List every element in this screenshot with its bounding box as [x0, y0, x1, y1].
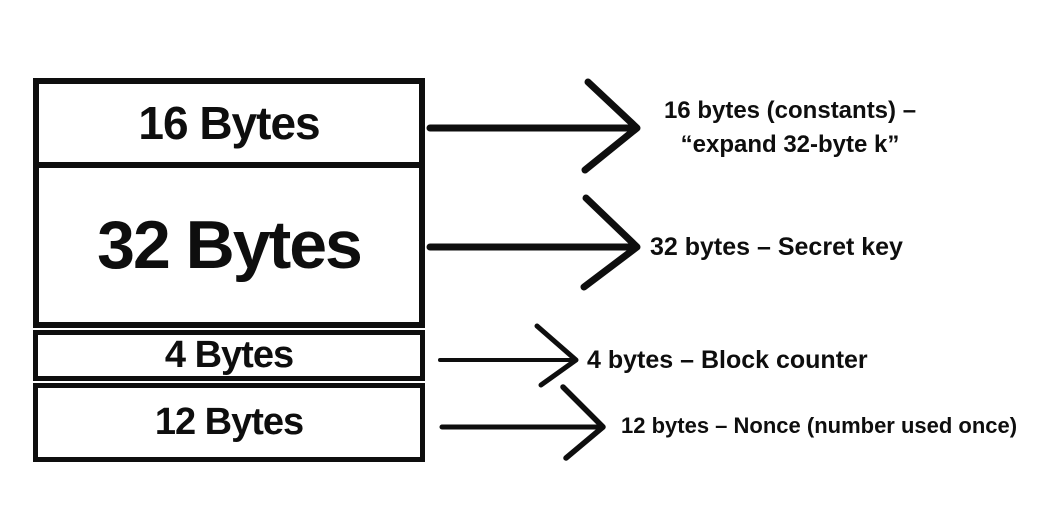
- block-16-bytes: 16 Bytes: [39, 84, 419, 168]
- arrow-chevron-icon: [534, 323, 579, 388]
- annotation-constants: 16 bytes (constants) – “expand 32-byte k…: [640, 94, 940, 162]
- block-group-top: 16 Bytes 32 Bytes: [33, 78, 425, 328]
- annotation-nonce: 12 bytes – Nonce (number used once): [621, 413, 1018, 438]
- block-12-bytes-label: 12 Bytes: [154, 401, 304, 443]
- arrow-chevron-icon: [580, 194, 641, 291]
- arrow-to-block-counter-label: [438, 323, 579, 388]
- arrow-to-constants-label: [426, 78, 641, 174]
- annotation-block-counter: 4 bytes – Block counter: [587, 346, 868, 374]
- block-4-bytes: 4 Bytes: [33, 330, 425, 381]
- arrow-to-nonce-label: [439, 384, 606, 461]
- block-32-bytes-label: 32 Bytes: [97, 207, 363, 283]
- annotation-secret-key: 32 bytes – Secret key: [650, 233, 903, 261]
- annotation-constants-line2: “expand 32-byte k”: [680, 131, 900, 158]
- arrow-chevron-icon: [581, 78, 641, 174]
- block-32-bytes: 32 Bytes: [39, 168, 419, 322]
- block-12-bytes: 12 Bytes: [33, 383, 425, 462]
- arrow-chevron-icon: [560, 384, 606, 461]
- arrow-to-secret-key-label: [426, 194, 641, 291]
- block-4-bytes-label: 4 Bytes: [164, 334, 294, 376]
- byte-stack: 16 Bytes 32 Bytes 4 Bytes 12 Bytes: [33, 78, 425, 462]
- block-16-bytes-label: 16 Bytes: [138, 97, 320, 149]
- annotation-constants-line1: 16 bytes (constants) –: [663, 97, 917, 124]
